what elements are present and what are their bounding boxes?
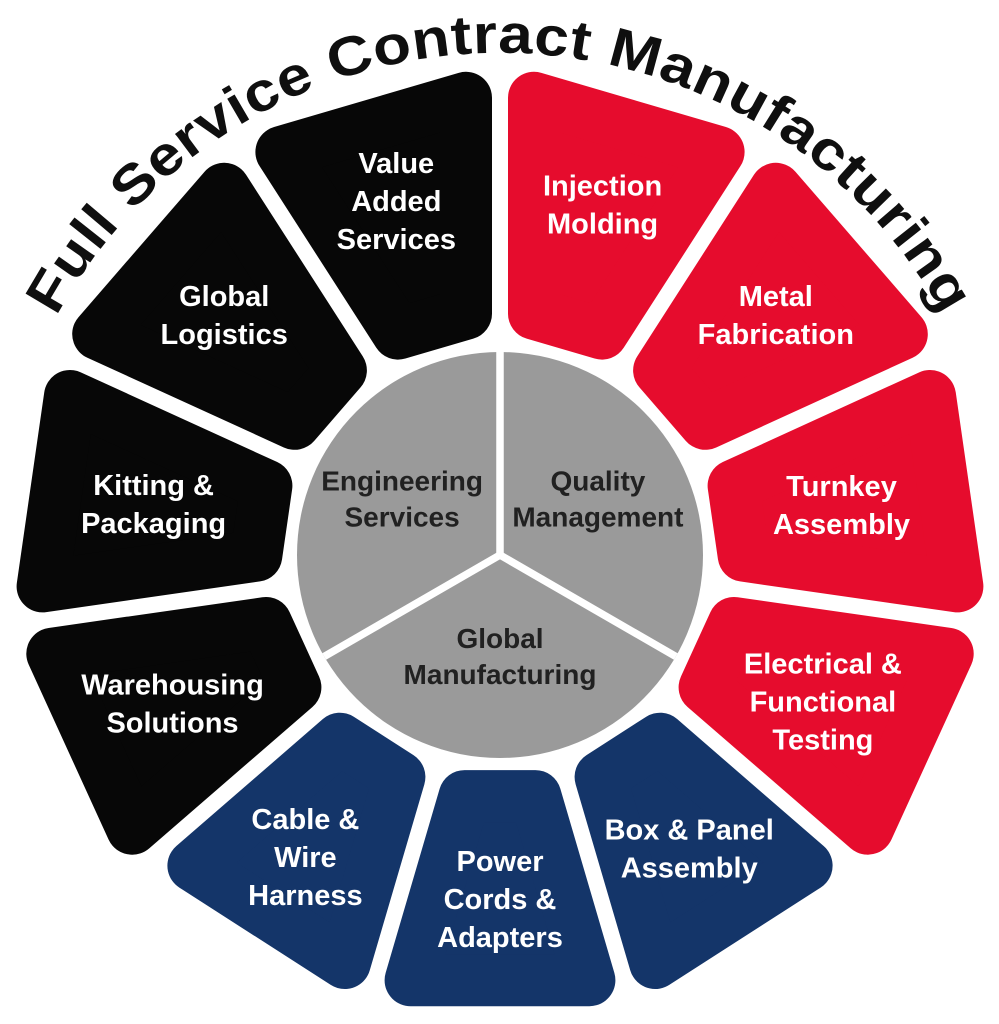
segment-power-cords-adapters-label-line-3: Adapters (437, 922, 563, 954)
segment-global-logistics-shape (72, 162, 367, 450)
hub-section-engineering-services-label-line-1: Engineering (321, 465, 483, 496)
segment-kitting-packaging-label: Kitting & Packaging (81, 470, 226, 540)
segment-value-added-services-label-line-1: Value (358, 148, 434, 180)
segment-turnkey-assembly-label-line-2: Assembly (773, 509, 910, 541)
hub-divider-3 (322, 551, 502, 660)
segment-warehousing-solutions-label-line-2: Solutions (106, 708, 238, 740)
segment-kitting-packaging-label-line-2: Packaging (81, 508, 226, 540)
segment-electrical-functional-testing-label-line-3: Testing (772, 725, 873, 757)
segment-value-added-services-label-line-2: Added (351, 186, 441, 218)
segment-injection-molding-shape (508, 71, 745, 360)
segment-cable-wire-harness-label-line-1: Cable & (251, 804, 359, 836)
hub-section-global-manufacturing-label-line-2: Manufacturing (404, 659, 597, 690)
segment-warehousing-solutions-label-line-1: Warehousing (81, 670, 264, 702)
hub-section-engineering-services-label-line-2: Services (344, 501, 459, 532)
hub-section-global-manufacturing-label-line-1: Global (456, 623, 543, 654)
segment-metal-fabrication-label-line-2: Fabrication (698, 319, 854, 351)
segment-metal-fabrication-label-line-1: Metal (739, 281, 813, 313)
segment-value-added-services-label-line-3: Services (337, 224, 456, 256)
segment-power-cords-adapters-label-line-1: Power (456, 846, 543, 878)
segment-power-cords-adapters-label-line-2: Cords & (444, 884, 557, 916)
segment-cable-wire-harness-label-line-2: Wire (274, 842, 337, 874)
segment-power-cords-adapters-shape (384, 770, 616, 1007)
segment-metal-fabrication-shape (633, 162, 928, 450)
segment-turnkey-assembly-shape (707, 370, 984, 613)
segment-box-panel-assembly-label-line-2: Assembly (621, 852, 758, 884)
segment-kitting-packaging-shape (16, 370, 293, 613)
segment-electrical-functional-testing-label-line-2: Functional (750, 687, 897, 719)
segment-turnkey-assembly-label-line-1: Turnkey (786, 471, 897, 503)
segment-kitting-packaging: Kitting & Packaging (16, 370, 293, 613)
segment-cable-wire-harness-label-line-3: Harness (248, 880, 362, 912)
segment-injection-molding-label-line-2: Molding (547, 209, 658, 241)
segment-warehousing-solutions-shape (26, 597, 322, 855)
segment-box-panel-assembly-shape (574, 712, 833, 989)
segment-electrical-functional-testing-shape (678, 597, 974, 855)
segment-kitting-packaging-label-line-1: Kitting & (93, 470, 214, 502)
segment-value-added-services-shape (255, 71, 492, 360)
segment-global-logistics-label-line-2: Logistics (161, 319, 288, 351)
segment-box-panel-assembly-label-line-1: Box & Panel (605, 814, 774, 846)
hub-section-quality-management-label-line-1: Quality (550, 465, 645, 496)
segment-electrical-functional-testing-label-line-1: Electrical & (744, 649, 902, 681)
segment-cable-wire-harness-shape (167, 712, 426, 989)
segment-injection-molding-label-line-1: Injection (543, 171, 662, 203)
hub-divider-2 (498, 551, 678, 660)
hub-section-quality-management-label-line-2: Management (512, 501, 683, 532)
segment-global-logistics-label-line-1: Global (179, 281, 269, 313)
